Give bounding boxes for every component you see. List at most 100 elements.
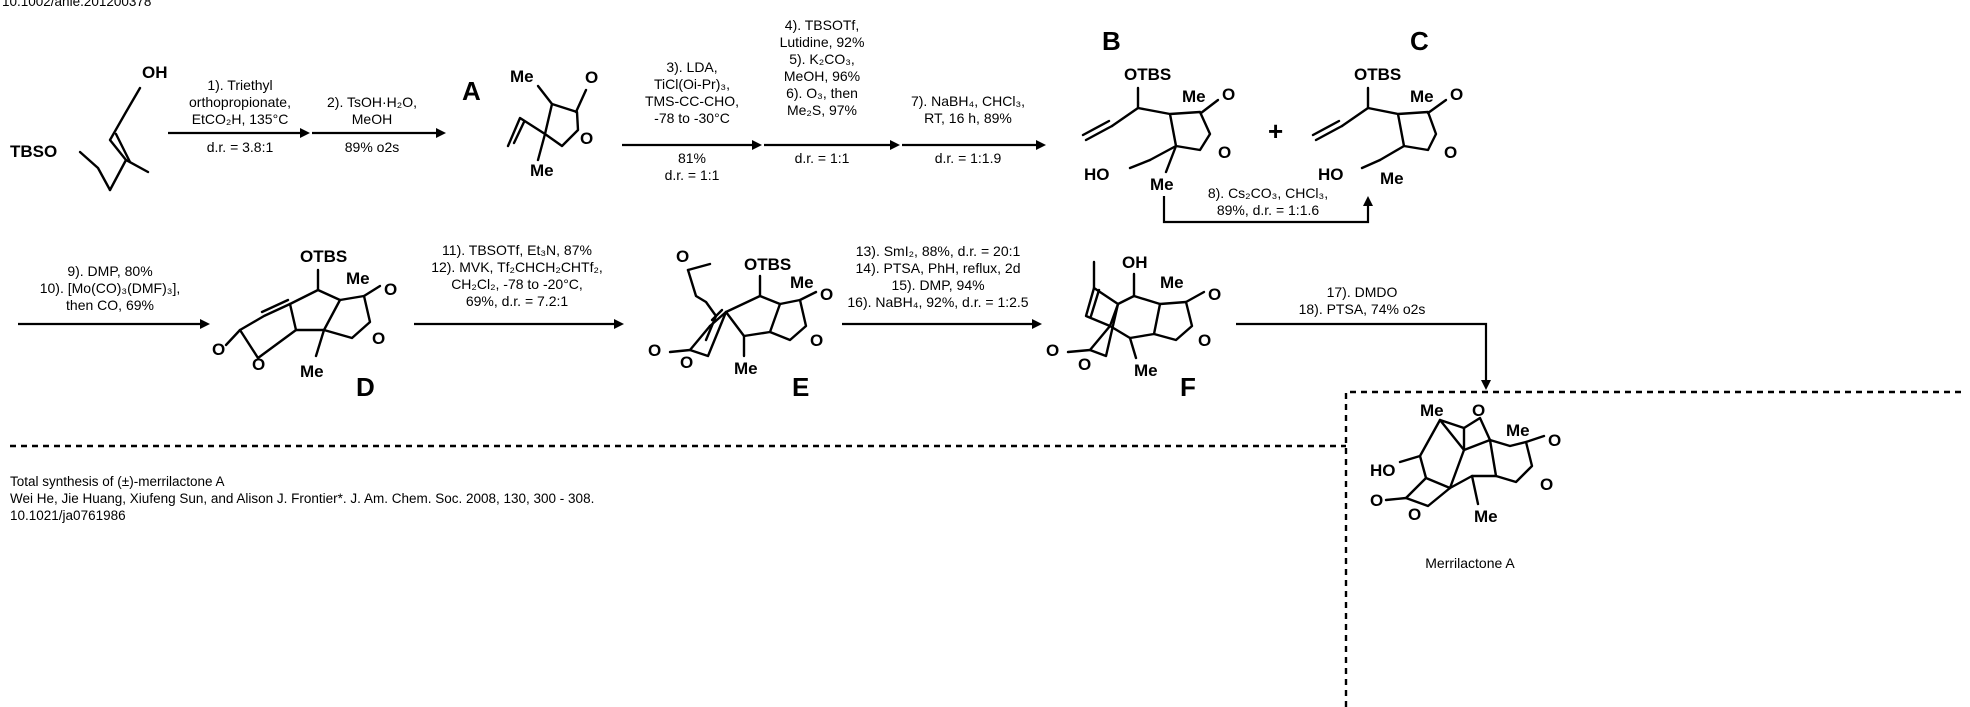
compound-b-carbonyl-o: O bbox=[1222, 85, 1235, 104]
compound-d-otbs: OTBS bbox=[300, 247, 347, 266]
merrilactone-me-bottom: Me bbox=[1474, 507, 1498, 526]
merrilactone-ho: HO bbox=[1370, 461, 1396, 480]
compound-f-carbonyl-o-left: O bbox=[1046, 341, 1059, 360]
compound-f-ring-o-right: O bbox=[1198, 331, 1211, 350]
step2-line1: 2). TsOH·H₂O, bbox=[327, 94, 417, 110]
compound-f-oh: OH bbox=[1122, 253, 1148, 272]
step3-line1: 3). LDA, bbox=[666, 59, 717, 75]
step7-line2: RT, 16 h, 89% bbox=[924, 110, 1012, 126]
compound-e-otbs: OTBS bbox=[744, 255, 791, 274]
merrilactone-a-name: Merrilactone A bbox=[1425, 555, 1515, 571]
step8-line1: 8). Cs₂CO₃, CHCl₃, bbox=[1208, 185, 1328, 201]
merrilactone-epoxide-o: O bbox=[1472, 401, 1485, 420]
compound-c-me-top: Me bbox=[1410, 87, 1434, 106]
reaction-arrow-17 bbox=[1236, 322, 1488, 380]
step3-dr: d.r. = 1:1 bbox=[665, 167, 720, 183]
compound-c-otbs: OTBS bbox=[1354, 65, 1401, 84]
step9-line3: then CO, 69% bbox=[66, 297, 154, 313]
compound-f-structure: OH Me O O O O Me F bbox=[1046, 253, 1221, 402]
merrilactone-carbonyl-o-left: O bbox=[1370, 491, 1383, 510]
step1-line3: EtCO₂H, 135°C bbox=[192, 111, 289, 127]
compound-d-label: D bbox=[356, 372, 375, 402]
reference-title: Total synthesis of (±)-merrilactone A bbox=[10, 474, 224, 489]
step7-line1: 7). NaBH₄, CHCl₃, bbox=[911, 93, 1025, 109]
step11-line1: 11). TBSOTf, Et₃N, 87% bbox=[442, 242, 592, 258]
step4-line6: Me₂S, 97% bbox=[787, 102, 857, 118]
merrilactone-carbonyl-o-right: O bbox=[1548, 431, 1561, 450]
step9-line1: 9). DMP, 80% bbox=[67, 263, 152, 279]
step4-line2: Lutidine, 92% bbox=[780, 34, 865, 50]
step8-line2: 89%, d.r. = 1:1.6 bbox=[1217, 202, 1320, 218]
step1-line1: 1). Triethyl bbox=[207, 77, 272, 93]
reaction-arrow-8 bbox=[1162, 196, 1370, 224]
sm-oh-label: OH bbox=[142, 63, 168, 82]
step4-line5: 6). O₃, then bbox=[786, 85, 858, 101]
compound-a-me-bottom: Me bbox=[530, 161, 554, 180]
header-doi: 10.1002/anie.201200378 bbox=[2, 0, 151, 9]
compound-e-ketone-o: O bbox=[676, 247, 689, 266]
compound-a-structure: A Me Me O O bbox=[462, 67, 598, 180]
compound-d-me-bottom: Me bbox=[300, 362, 324, 381]
step2-yield: 89% o2s bbox=[345, 139, 399, 155]
compound-c-structure: C OTBS Me O O HO Me bbox=[1311, 26, 1463, 188]
plus-sign: + bbox=[1268, 116, 1283, 146]
compound-c-carbonyl-o: O bbox=[1450, 85, 1463, 104]
step7-dr: d.r. = 1:1.9 bbox=[935, 150, 1002, 166]
reference-doi: 10.1021/ja0761986 bbox=[10, 508, 126, 523]
step3-yield: 81% bbox=[678, 150, 706, 166]
sm-tbso-label: TBSO bbox=[10, 142, 57, 161]
compound-e-ring-o-right: O bbox=[810, 331, 823, 350]
step13-line2: 14). PTSA, PhH, reflux, 2d bbox=[856, 260, 1021, 276]
step4-line4: MeOH, 96% bbox=[784, 68, 860, 84]
compound-b-otbs: OTBS bbox=[1124, 65, 1171, 84]
step13-line1: 13). SmI₂, 88%, d.r. = 20:1 bbox=[856, 243, 1021, 259]
step11-line2: 12). MVK, Tf₂CHCH₂CHTf₂, bbox=[431, 259, 603, 275]
compound-b-ho: HO bbox=[1084, 165, 1110, 184]
compound-e-carbonyl-o-right: O bbox=[820, 285, 833, 304]
step9-line2: 10). [Mo(CO)₃(DMF)₃], bbox=[40, 280, 181, 296]
step3-line2: TiCl(Oi-Pr)₃, bbox=[654, 76, 730, 92]
compound-b-label: B bbox=[1102, 26, 1121, 56]
compound-f-ring-o-left: O bbox=[1078, 355, 1091, 374]
merrilactone-me-top-left: Me bbox=[1420, 401, 1444, 420]
compound-e-ring-o-left: O bbox=[680, 353, 693, 372]
step4-line1: 4). TBSOTf, bbox=[785, 17, 859, 33]
step4-line3: 5). K₂CO₃, bbox=[789, 51, 855, 67]
compound-c-me-bottom: Me bbox=[1380, 169, 1404, 188]
compound-d-carbonyl-o-right: O bbox=[384, 280, 397, 299]
compound-b-me-bottom: Me bbox=[1150, 175, 1174, 194]
compound-d-me-top: Me bbox=[346, 269, 370, 288]
step1-dr: d.r. = 3.8:1 bbox=[207, 139, 274, 155]
compound-e-structure: O OTBS Me O O O O Me E bbox=[648, 247, 833, 402]
compound-e-me-top: Me bbox=[790, 273, 814, 292]
compound-d-carbonyl-o-left: O bbox=[212, 340, 225, 359]
step17-line2: 18). PTSA, 74% o2s bbox=[1299, 301, 1426, 317]
step11-line4: 69%, d.r. = 7.2:1 bbox=[466, 293, 569, 309]
step2-line2: MeOH bbox=[352, 111, 392, 127]
compound-f-label: F bbox=[1180, 372, 1196, 402]
step1-line2: orthopropionate, bbox=[189, 94, 291, 110]
step13-line3: 15). DMP, 94% bbox=[891, 277, 984, 293]
compound-c-label: C bbox=[1410, 26, 1429, 56]
reference-authors: Wei He, Jie Huang, Xiufeng Sun, and Alis… bbox=[10, 491, 594, 506]
compound-d-structure: OTBS Me O O O O Me D bbox=[212, 247, 397, 402]
compound-b-structure: B OTBS Me O O HO Me bbox=[1081, 26, 1235, 194]
compound-e-label: E bbox=[792, 372, 809, 402]
compound-a-me-top: Me bbox=[510, 67, 534, 86]
product-box bbox=[1344, 390, 1966, 707]
compound-e-me-bottom: Me bbox=[734, 359, 758, 378]
compound-f-me-bottom: Me bbox=[1134, 361, 1158, 380]
step13-line4: 16). NaBH₄, 92%, d.r. = 1:2.5 bbox=[847, 294, 1028, 310]
compound-a-label: A bbox=[462, 76, 481, 106]
step4-dr: d.r. = 1:1 bbox=[795, 150, 850, 166]
merrilactone-ring-o-right: O bbox=[1540, 475, 1553, 494]
compound-f-carbonyl-o-right: O bbox=[1208, 285, 1221, 304]
compound-c-ring-o: O bbox=[1444, 143, 1457, 162]
compound-a-carbonyl-o: O bbox=[585, 68, 598, 87]
merrilactone-a-structure: Me O Me O HO O O O Me Merrilactone A bbox=[1370, 401, 1561, 571]
compound-b-ring-o: O bbox=[1218, 143, 1231, 162]
step11-line3: CH₂Cl₂, -78 to -20°C, bbox=[451, 276, 583, 292]
compound-b-me-top: Me bbox=[1182, 87, 1206, 106]
compound-a-ring-o: O bbox=[580, 129, 593, 148]
compound-e-carbonyl-o-left: O bbox=[648, 341, 661, 360]
